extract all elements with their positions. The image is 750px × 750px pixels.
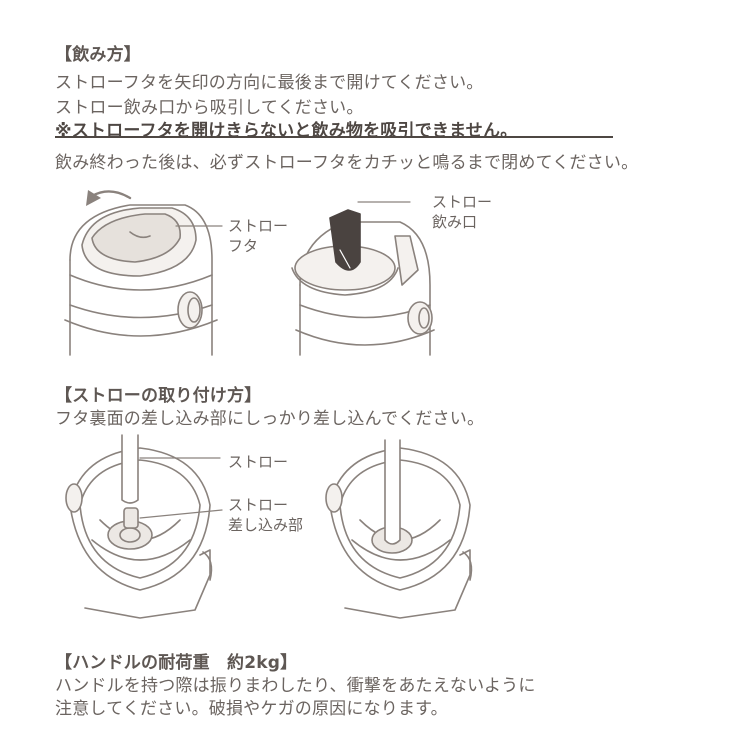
attach-heading: 【ストローの取り付け方】	[55, 386, 262, 406]
warning-underline	[55, 136, 613, 138]
label-straw-lid: ストロー フタ	[228, 216, 288, 256]
lid-straw-inserted-illustration	[325, 439, 473, 619]
label-straw-lid-line2: フタ	[228, 237, 259, 255]
handle-heading: 【ハンドルの耐荷重 約2kg】	[55, 653, 298, 673]
label-insert-part-line1: ストロー	[228, 496, 289, 514]
bottle-closed-lid-illustration	[64, 190, 223, 356]
open-arrow-icon	[86, 190, 101, 206]
drink-instruction-2: ストロー飲み口から吸引してください。	[55, 98, 364, 118]
label-straw-mouth-line2: 飲み口	[432, 213, 478, 231]
label-straw-lid-line1: ストロー	[228, 217, 289, 235]
label-straw: ストロー	[228, 453, 289, 471]
drink-heading: 【飲み方】	[55, 45, 141, 65]
attach-instruction: フタ裏面の差し込み部にしっかり差し込んでください。	[55, 409, 485, 429]
label-insert-part-line2: 差し込み部	[228, 516, 304, 534]
lid-underside-straw-illustration	[65, 434, 223, 619]
label-straw-mouth-line1: ストロー	[432, 193, 493, 211]
bottle-open-straw-illustration	[291, 201, 435, 356]
label-straw-mouth: ストロー 飲み口	[432, 192, 492, 232]
drink-instruction-1: ストローフタを矢印の方向に最後まで開けてください。	[55, 73, 484, 93]
handle-instruction-1: ハンドルを持つ際は振りまわしたり、衝撃をあたえないように	[55, 676, 536, 696]
label-insert-part: ストロー 差し込み部	[228, 495, 303, 535]
handle-instruction-2: 注意してください。破損やケガの原因になります。	[55, 699, 448, 719]
drink-instruction-3: 飲み終わった後は、必ずストローフタをカチッと鳴るまで閉めてください。	[55, 153, 639, 173]
